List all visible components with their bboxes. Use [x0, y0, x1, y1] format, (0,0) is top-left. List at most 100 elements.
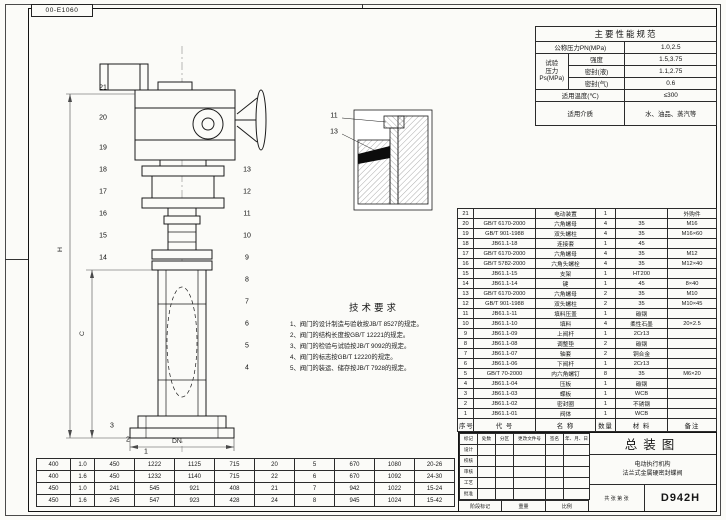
signature-row: 批准 — [459, 488, 590, 500]
part-callout: 19 — [99, 144, 107, 152]
parts-cell: 4 — [595, 218, 616, 229]
parts-cell: GB/T 70-2000 — [473, 368, 536, 379]
parts-cell: 1 — [595, 268, 616, 279]
revision-cell: 处数 — [477, 433, 496, 445]
part-callout: 20 — [99, 114, 107, 122]
signature-row: 工艺 — [459, 477, 590, 489]
parts-cell: 1 — [595, 388, 616, 399]
signature-empty-cell — [477, 488, 496, 500]
parts-cell: 4 — [595, 228, 616, 239]
dimension-lines — [66, 93, 235, 451]
tech-req-item: 5、阀门的装运、储存按JB/T 7928的规定。 — [290, 365, 411, 373]
parts-cell: 1 — [595, 328, 616, 339]
parts-cell: 轴套 — [535, 348, 596, 359]
parts-cell: 20×2.5 — [667, 318, 717, 329]
dim-label-h: H — [56, 247, 64, 252]
parts-cell: JB61.1-11 — [473, 308, 536, 319]
parts-cell: 4 — [595, 248, 616, 259]
signature-empty-cell — [545, 477, 564, 489]
parts-cell: M10 — [667, 288, 717, 299]
spec-value-pn: 1.0,2.5 — [624, 41, 717, 54]
dimension-cell: 545 — [134, 482, 175, 495]
parts-cell: 电动装置 — [535, 208, 596, 219]
parts-cell: 支架 — [535, 268, 596, 279]
stage-cell: 重量 — [502, 501, 546, 511]
spec-label-seal-gas: 密封(气) — [567, 77, 626, 90]
parts-cell: 1 — [595, 398, 616, 409]
dimension-cell: 5 — [294, 458, 335, 471]
signature-empty-cell — [495, 477, 514, 489]
parts-cell — [667, 378, 717, 389]
parts-cell: 12 — [457, 298, 474, 309]
dimension-cell: 245 — [94, 494, 135, 507]
dimension-cell: 8 — [294, 494, 335, 507]
parts-cell: 4 — [595, 318, 616, 329]
signature-empty-cell — [545, 455, 564, 467]
dimension-cell: 450 — [36, 482, 71, 495]
part-callout: 3 — [110, 422, 114, 430]
part-callout: 17 — [99, 188, 107, 196]
part-callout: 21 — [99, 84, 107, 92]
parts-cell: 21 — [457, 208, 474, 219]
part-callout: 14 — [99, 254, 107, 262]
parts-cell: 35 — [615, 248, 668, 259]
parts-cell: 7 — [457, 348, 474, 359]
parts-cell: 2 — [595, 298, 616, 309]
detail-callout: 11 — [330, 112, 338, 120]
signature-empty-cell — [563, 455, 590, 467]
signature-label-cell: 审核 — [459, 466, 478, 478]
parts-cell — [667, 388, 717, 399]
signature-empty-cell — [477, 444, 496, 456]
signature-label-cell: 批准 — [459, 488, 478, 500]
spec-label-test-group: 试验 压力 Ps(MPa) — [535, 53, 569, 90]
revision-header-row: 标记处数分区更改文件号签名年、月、日 — [459, 433, 590, 445]
part-callout: 15 — [99, 232, 107, 240]
revision-cell: 分区 — [495, 433, 514, 445]
parts-cell: JB61.1-07 — [473, 348, 536, 359]
parts-cell: JB61.1-09 — [473, 328, 536, 339]
dimension-cell: 20-26 — [414, 458, 455, 471]
parts-cell: 16 — [457, 258, 474, 269]
part-callout: 11 — [243, 210, 251, 218]
parts-cell: 1 — [457, 408, 474, 419]
part-callout: 18 — [99, 166, 107, 174]
parts-cell: M6×20 — [667, 368, 717, 379]
parts-cell: 35 — [615, 368, 668, 379]
dimension-cell: 547 — [134, 494, 175, 507]
dimension-cell: 1080 — [374, 458, 415, 471]
dimension-cell: 1140 — [174, 470, 215, 483]
parts-cell: 4 — [595, 258, 616, 269]
parts-cell: 17 — [457, 248, 474, 259]
part-callout: 16 — [99, 210, 107, 218]
doc-code-text: 00-E1060 — [45, 7, 79, 14]
dimension-cell: 6 — [294, 470, 335, 483]
parts-cell: 4 — [457, 378, 474, 389]
spec-value-strength: 1.5,3.75 — [624, 53, 717, 66]
signature-empty-cell — [513, 466, 546, 478]
parts-cell: 1 — [595, 358, 616, 369]
signature-row: 校核 — [459, 455, 590, 467]
parts-cell: M12 — [667, 248, 717, 259]
dimension-cell: 1232 — [134, 470, 175, 483]
signature-empty-cell — [495, 455, 514, 467]
drawing-number: D942H — [660, 492, 701, 504]
parts-cell: JB61.1-01 — [473, 408, 536, 419]
dimension-cell: 15-42 — [414, 494, 455, 507]
detail-outline — [341, 109, 433, 211]
parts-cell: 键 — [535, 278, 596, 289]
stage-cell: 比例 — [561, 503, 572, 510]
title-block-left: 标记处数分区更改文件号签名年、月、日设计校核审核工艺批准 阶段标记重量比例 — [459, 433, 590, 511]
signature-label-cell: 工艺 — [459, 477, 478, 489]
revision-table: 标记处数分区更改文件号签名年、月、日设计校核审核工艺批准 — [459, 433, 590, 500]
dimension-cell: 1.0 — [70, 458, 95, 471]
